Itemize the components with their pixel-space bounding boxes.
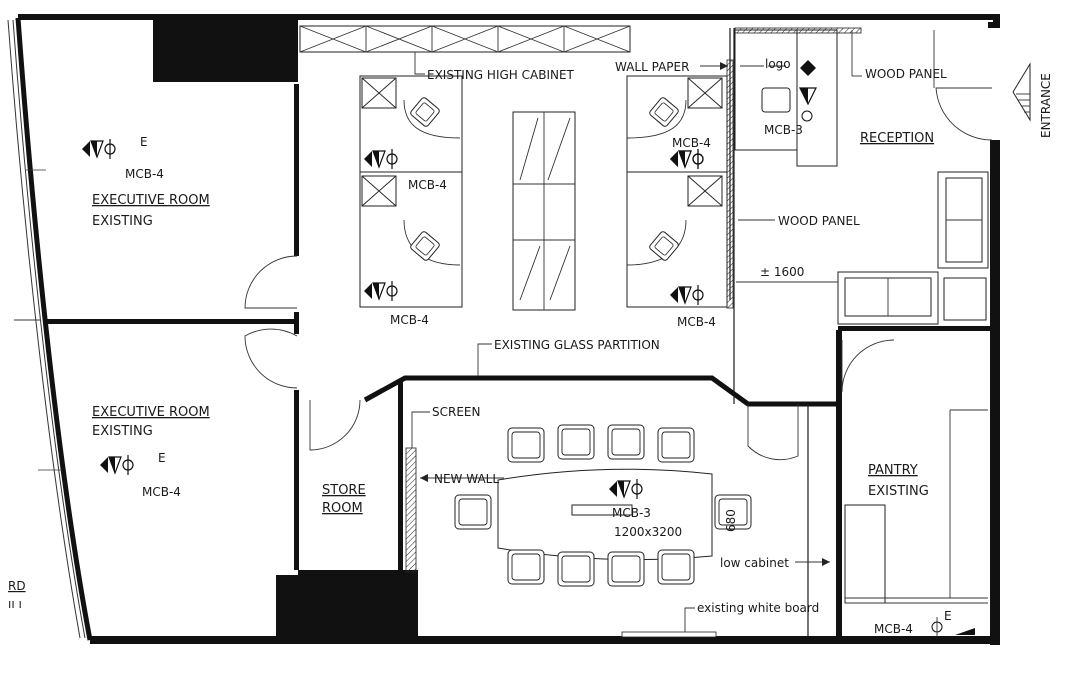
reception-label: RECEPTION [860, 131, 934, 146]
exec-room-2-e: E [158, 451, 166, 465]
corner-rd-label: RD [8, 579, 26, 593]
high-cabinet [299, 25, 631, 75]
store-room-line2: ROOM [322, 501, 363, 516]
exec-room-2-tag: MCB-4 [142, 485, 181, 499]
white-board-label: existing white board [697, 601, 819, 615]
reception-desk [734, 27, 862, 167]
reception-mcb3-tag: MCB-3 [764, 123, 803, 137]
exec-room-1-name: EXECUTIVE ROOM [92, 193, 210, 208]
leader-lines [411, 62, 775, 482]
column-top [153, 18, 298, 82]
wood-panel-mid-label: WOOD PANEL [778, 214, 860, 228]
exec-room-2-name: EXECUTIVE ROOM [92, 405, 210, 420]
outer-walls [7, 14, 1000, 645]
center-cabinet [512, 111, 576, 311]
table-size-label: 1200x3200 [614, 525, 682, 539]
glass-partition-label: EXISTING GLASS PARTITION [494, 338, 660, 352]
ws-left-bottom-tag: MCB-4 [390, 313, 429, 327]
mcb-symbol-exec2 [99, 454, 134, 476]
workstations-left [359, 75, 463, 308]
exec-room-1-e: E [140, 135, 148, 149]
mcb-symbol-exec1 [81, 138, 116, 160]
pantry-tag: MCB-4 [874, 622, 913, 636]
screen-label: SCREEN [432, 405, 480, 419]
pantry-e: E [944, 609, 952, 623]
exec-room-1-tag: MCB-4 [125, 167, 164, 181]
logo-label: logo [765, 57, 791, 71]
pantry-name: PANTRY [868, 463, 918, 478]
entrance-label: ENTRANCE [1039, 73, 1053, 138]
exec-room-2-status: EXISTING [92, 424, 153, 439]
column-bottom [276, 575, 418, 641]
reception-sofas [736, 171, 989, 325]
corner-marks: ıı ı [8, 597, 22, 611]
conference-room [405, 424, 830, 638]
ws-right-top-tag: MCB-4 [672, 136, 711, 150]
ws-right-bottom-tag: MCB-4 [677, 315, 716, 329]
dim-1600-label: ± 1600 [760, 265, 804, 279]
workstations-right [626, 59, 734, 309]
entrance-arrow [1012, 62, 1031, 122]
wall-paper-label: WALL PAPER [615, 60, 689, 74]
pantry-status: EXISTING [868, 484, 929, 499]
wood-panel-top-label: WOOD PANEL [865, 67, 947, 81]
doors [244, 30, 993, 461]
dim-680-label: 680 [724, 509, 738, 532]
ws-left-top-tag: MCB-4 [408, 178, 447, 192]
low-cabinet-label: low cabinet [720, 556, 789, 570]
exec-room-1-status: EXISTING [92, 214, 153, 229]
pantry-counters [844, 409, 988, 637]
high-cabinet-label: EXISTING HIGH CABINET [427, 68, 575, 82]
new-wall-label: NEW WALL [434, 472, 499, 486]
store-room-line1: STORE [322, 483, 366, 498]
conference-mcb3-tag: MCB-3 [612, 506, 651, 520]
